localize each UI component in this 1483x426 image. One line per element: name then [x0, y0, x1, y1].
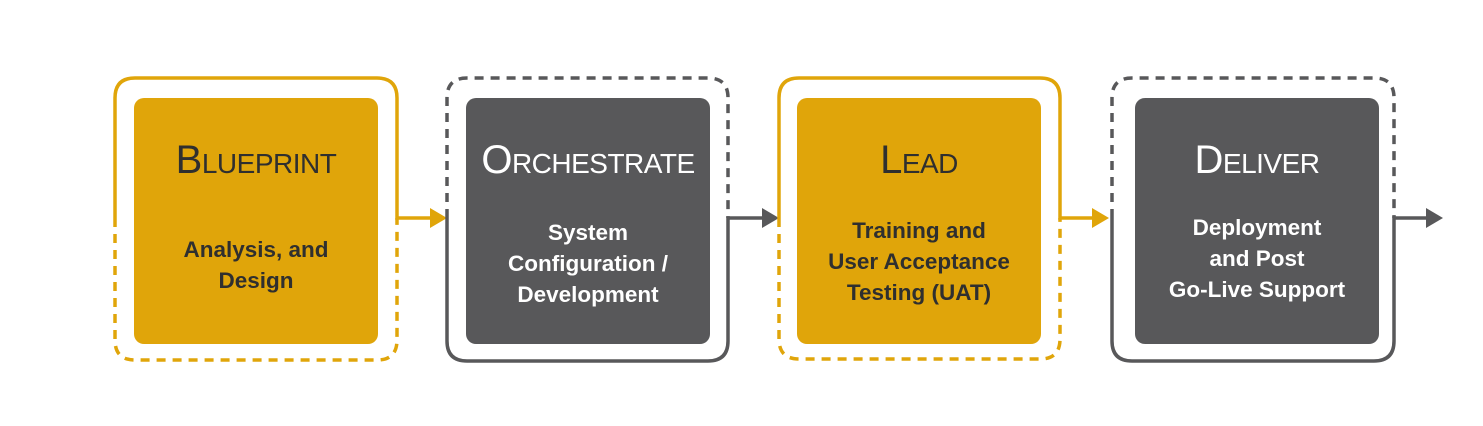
- blueprint-outline-dashed: [113, 218, 399, 362]
- stage-description: Deployment and Post Go-Live Support: [1168, 215, 1346, 302]
- deliver-outline-dashed: [1110, 76, 1396, 218]
- arrow-2-icon: [762, 208, 779, 228]
- stage-title: Orchestrate: [481, 138, 695, 182]
- arrow-1-icon: [430, 208, 447, 228]
- stage-title: Lead: [880, 138, 958, 182]
- lead-outline-dashed: [777, 218, 1062, 361]
- orchestrate-outline-dashed: [445, 76, 730, 218]
- blueprint-outline-solid: [113, 76, 432, 220]
- orchestrate-outline-solid: [445, 216, 764, 363]
- stage-description: System Configuration / Development: [508, 220, 668, 307]
- stage-title: Deliver: [1194, 138, 1321, 182]
- stage-lead: Lead Training and User Acceptance Testin…: [797, 98, 1041, 344]
- arrow-4-icon: [1426, 208, 1443, 228]
- stage-blueprint: Blueprint Analysis, and Design: [134, 98, 378, 344]
- deliver-outline-solid: [1110, 216, 1428, 363]
- stage-orchestrate: Orchestrate System Configuration / Devel…: [466, 98, 710, 344]
- stage-description: Analysis, and Design: [183, 237, 329, 293]
- stage-title: Blueprint: [175, 138, 337, 182]
- lead-outline-solid: [777, 76, 1094, 220]
- arrow-3-icon: [1092, 208, 1109, 228]
- stage-description: Training and User Acceptance Testing (UA…: [828, 218, 1010, 305]
- stage-deliver: Deliver Deployment and Post Go-Live Supp…: [1135, 98, 1379, 344]
